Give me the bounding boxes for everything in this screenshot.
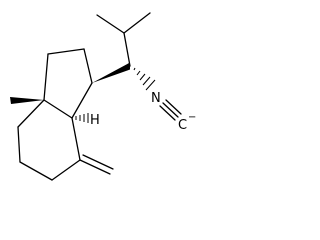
isopropyl-group [96,12,151,67]
hashed-bond-c7a-h [75,113,89,123]
hashed-bond-sidechain-n [133,67,156,91]
six-membered-ring [17,99,81,181]
bond-methylene-2 [82,154,114,170]
bond-c7a-c1 [71,82,93,119]
bond-c7-c7a [71,117,81,161]
wedge-bond-c1-sidechain [92,62,130,83]
bond-c5-c6 [19,161,53,181]
wedge-bond-methyl [10,97,44,104]
bond-methylene-1 [79,159,111,175]
bond-ch-methyl-right [123,12,151,34]
charge-label: − [188,112,196,123]
bond-c1-c2 [83,48,93,84]
bond-c4-c5 [17,126,21,163]
atom-label-c: C [178,118,187,133]
bond-ch-to-sidechain [123,32,131,67]
isocyanide-triple-bond [159,99,182,121]
bond-c6-c7 [51,159,81,181]
exocyclic-methylene [79,154,114,175]
atom-label-h: H [90,113,100,128]
five-membered-ring [43,48,93,119]
molecule-structure: H N C − [10,12,196,181]
bond-ch-methyl-left [96,14,125,34]
bond-c3-c3a [43,53,49,101]
bond-c3a-c4 [17,99,45,128]
atom-label-n: N [151,91,161,106]
bond-c3a-c7a [43,99,73,119]
bond-c2-c3 [47,48,85,55]
